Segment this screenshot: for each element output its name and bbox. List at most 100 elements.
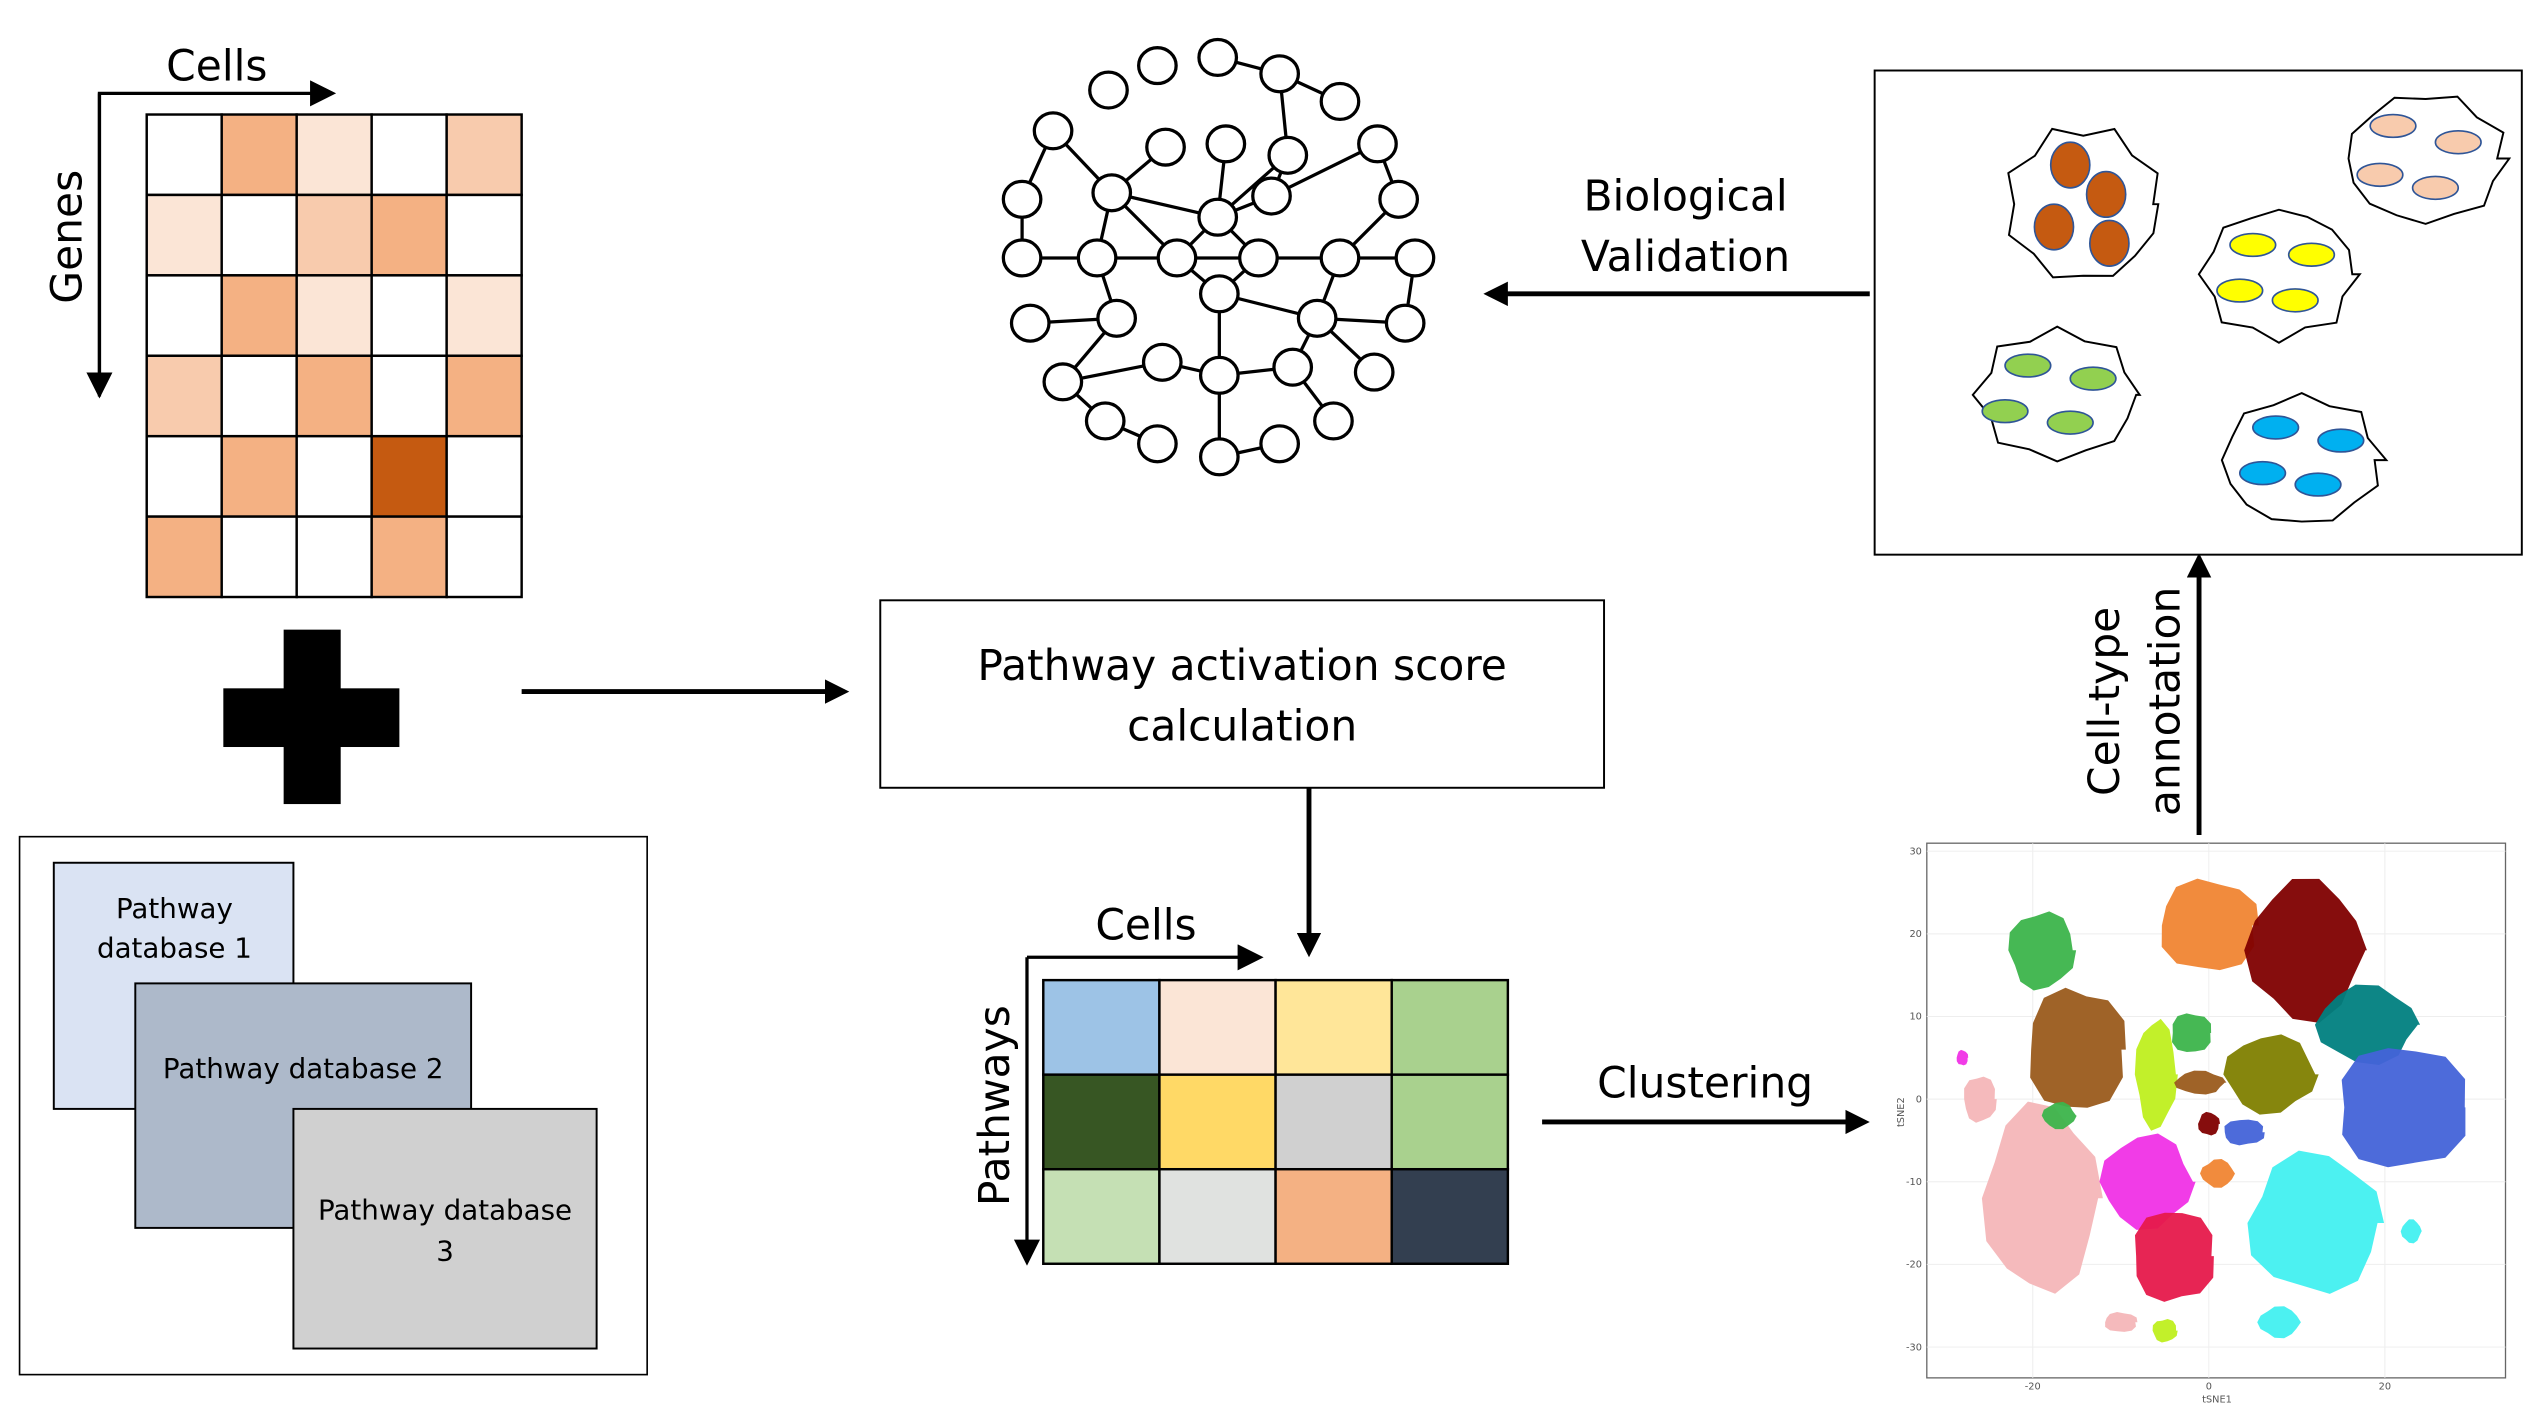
gene-matrix-cell: [295, 193, 373, 277]
cell-type-cluster: [1971, 325, 2142, 463]
network-node: [1137, 424, 1178, 464]
gene-matrix-cell: [445, 354, 523, 438]
gene-matrix-cell: [445, 113, 523, 197]
cell-nucleus: [2085, 170, 2127, 219]
gene-matrix-cell: [445, 274, 523, 357]
tsne-cluster: [2134, 1212, 2214, 1302]
tsne-cluster: [2161, 878, 2259, 971]
cell-nucleus: [2069, 366, 2117, 391]
gene-matrix-cell: [370, 434, 448, 518]
cell-nucleus: [2271, 288, 2319, 313]
pathway-matrix-cell: [1390, 978, 1510, 1076]
pathway-databases-panel: Pathway database 1 Pathway database 2 Pa…: [18, 835, 648, 1376]
cell-nucleus: [2216, 278, 2264, 303]
tsne-cluster: [2152, 1319, 2178, 1343]
network-node: [1238, 238, 1279, 278]
tsne-y-tick: -10: [1906, 1177, 1922, 1188]
db1-label-1: Pathway: [116, 892, 233, 925]
pathway-matrix-cell: [1042, 1073, 1161, 1171]
cell-nucleus: [2434, 130, 2482, 155]
cell-type-cluster: [2007, 127, 2160, 279]
tsne-cluster: [1956, 1049, 1969, 1066]
cell-nucleus: [2229, 232, 2277, 258]
pathway-matrix-cell: [1390, 1167, 1510, 1265]
gene-matrix-cell: [295, 515, 373, 599]
network-node: [1084, 401, 1126, 441]
pathway-matrix-cell: [1274, 1073, 1393, 1171]
pathway-matrix-cell: [1158, 1073, 1277, 1171]
cell-nucleus: [2411, 175, 2460, 201]
pathway-matrix-cell: [1390, 1073, 1510, 1171]
tsne-cluster: [2030, 987, 2126, 1108]
gene-matrix-cell: [220, 434, 298, 518]
cell-type-cluster: [2220, 392, 2389, 523]
network-node: [1378, 179, 1420, 219]
network-node: [1319, 238, 1361, 278]
cell-nucleus: [2046, 410, 2094, 435]
network-node: [1137, 46, 1178, 86]
cell-nucleus: [2287, 242, 2336, 267]
network-node: [1141, 342, 1183, 382]
tsne-x-tick: -20: [2025, 1381, 2041, 1392]
gene-matrix-y-label: Genes: [43, 170, 92, 304]
gene-matrix-cell: [295, 354, 373, 438]
gene-matrix-x-label: Cells: [166, 41, 267, 90]
tsne-cluster: [1964, 1076, 1997, 1123]
network-node: [1267, 135, 1309, 175]
pathway-matrix-x-label: Cells: [1095, 900, 1196, 949]
tsne-y-tick: 20: [1909, 929, 1921, 940]
tsne-cluster: [2257, 1306, 2301, 1339]
cell-nucleus: [2089, 219, 2130, 267]
tsne-cluster: [2008, 911, 2077, 991]
tsne-cluster: [2041, 1101, 2077, 1130]
pathway-matrix-cell: [1158, 978, 1277, 1076]
cell-nucleus: [2004, 353, 2052, 378]
tsne-cluster: [2223, 1034, 2319, 1115]
network-node: [1032, 111, 1074, 151]
plus-icon: [223, 629, 400, 805]
cell-types-panel: [1873, 69, 2523, 556]
gene-matrix-cell: [220, 354, 298, 438]
pathway-score-box: Pathway activation score calculation: [879, 599, 1606, 789]
gene-matrix-cell: [145, 515, 223, 599]
network-node: [1205, 124, 1247, 164]
gene-matrix-cell: [220, 113, 298, 197]
gene-matrix-cell: [295, 434, 373, 518]
network-node: [1145, 127, 1186, 167]
cell-type-cluster: [2197, 208, 2362, 344]
cell-nucleus: [2356, 162, 2404, 188]
network-node: [1197, 197, 1239, 237]
gene-matrix-cell: [370, 113, 448, 197]
pathway-matrix-cell: [1042, 978, 1161, 1076]
tsne-y-tick: 30: [1909, 846, 1921, 857]
network-node: [1259, 54, 1301, 94]
tsne-x-tick: 20: [2379, 1381, 2391, 1392]
pathway-matrix-cell: [1274, 1167, 1393, 1265]
network-node: [1357, 124, 1398, 164]
cell-outline: [1971, 325, 2142, 463]
gene-matrix-cell: [370, 515, 448, 599]
gene-matrix-cell: [445, 434, 523, 518]
validation-label-2: Validation: [1581, 232, 1790, 281]
gene-matrix-cell: [370, 193, 448, 277]
gene-matrix-cell: [445, 193, 523, 277]
network-node: [1394, 238, 1436, 278]
cell-nucleus: [2369, 113, 2417, 139]
tsne-x-label: tSNE1: [2202, 1394, 2232, 1405]
pathway-matrix: Cells Pathways: [970, 900, 1510, 1266]
gene-matrix-cell: [220, 515, 298, 599]
cell-nucleus: [1981, 398, 2029, 424]
network-node: [1296, 298, 1338, 338]
tsne-y-tick: 10: [1909, 1012, 1921, 1023]
tsne-y-tick: 0: [1916, 1094, 1922, 1105]
network-node: [1384, 303, 1426, 343]
pathway-matrix-y-label: Pathways: [970, 1005, 1019, 1206]
db1-label-2: database 1: [97, 931, 252, 964]
cell-nucleus: [2238, 460, 2287, 486]
gene-matrix-cell: [220, 193, 298, 277]
tsne-cluster: [2134, 1018, 2178, 1131]
gene-matrix-cell: [145, 434, 223, 518]
network-node: [1198, 437, 1240, 477]
network-node: [1091, 173, 1133, 213]
